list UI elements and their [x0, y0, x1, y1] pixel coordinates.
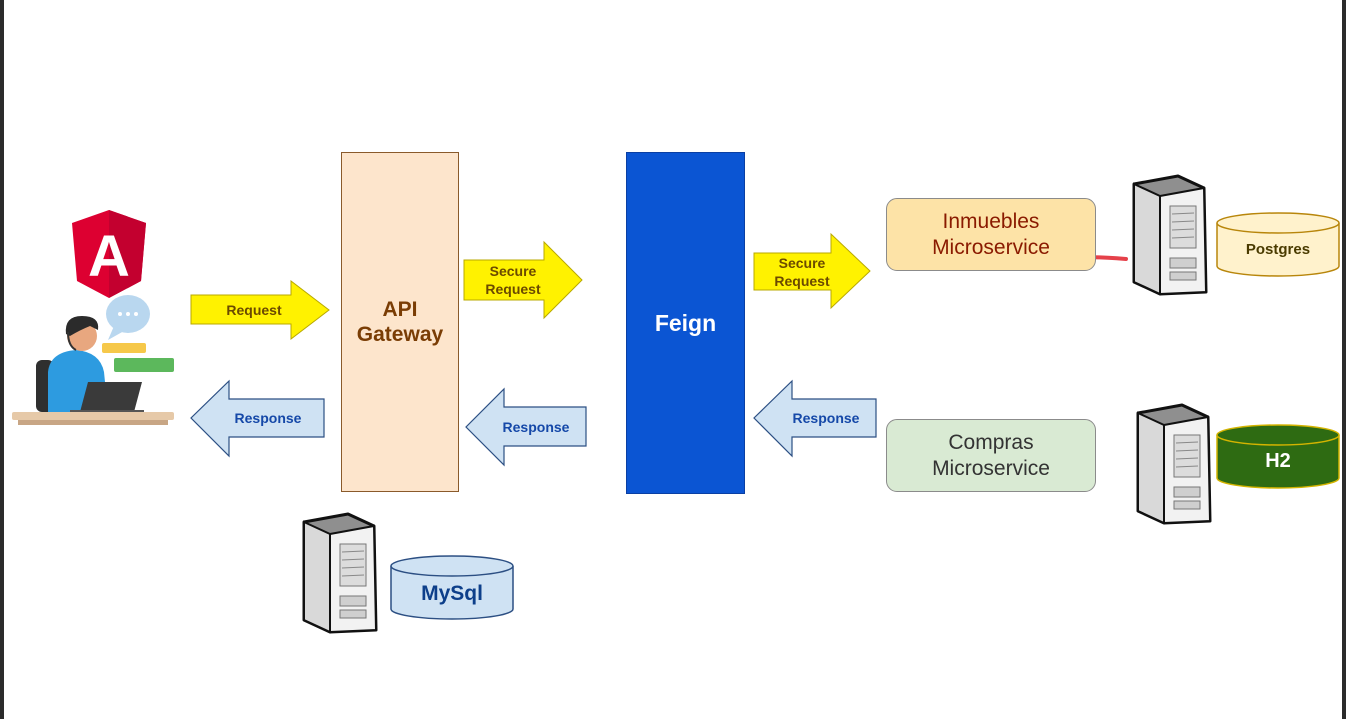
- gateway-response-arrow-label: Response: [502, 419, 570, 435]
- svg-text:A: A: [88, 224, 130, 289]
- request-arrow: [190, 279, 330, 341]
- postgres-database-icon: [1216, 212, 1340, 277]
- gateway-server-icon: [302, 512, 378, 634]
- mysql-database-icon: [390, 555, 514, 620]
- gateway-secure-request-label: Secure Request: [485, 263, 541, 297]
- gateway-secure-request-arrow: [463, 240, 583, 320]
- compras-server-icon: [1136, 403, 1212, 525]
- user-at-laptop-icon: [12, 295, 174, 425]
- feign-secure-request-arrow: [753, 232, 871, 310]
- feign-box: Feign: [626, 152, 745, 494]
- mysql-label: MySql: [421, 582, 483, 605]
- client-response-arrow: [190, 379, 325, 458]
- feign-response-arrow-label: Response: [792, 410, 860, 426]
- feign-response-arrow: [753, 379, 877, 458]
- api-gateway-box: API Gateway: [341, 152, 459, 492]
- gateway-response-arrow: [465, 387, 587, 467]
- inmuebles-server-icon: [1132, 174, 1208, 296]
- request-arrow-label: Request: [226, 302, 282, 318]
- h2-database-icon: [1216, 424, 1340, 489]
- angular-logo-icon: A: [72, 210, 146, 298]
- diagram-canvas: A: [4, 0, 1342, 719]
- client-response-arrow-label: Response: [234, 410, 302, 426]
- feign-secure-request-label: Secure Request: [774, 255, 830, 289]
- postgres-label: Postgres: [1245, 241, 1311, 258]
- compras-microservice-box: Compras Microservice: [886, 419, 1096, 492]
- inmuebles-microservice-box: Inmuebles Microservice: [886, 198, 1096, 271]
- h2-label: H2: [1265, 450, 1291, 472]
